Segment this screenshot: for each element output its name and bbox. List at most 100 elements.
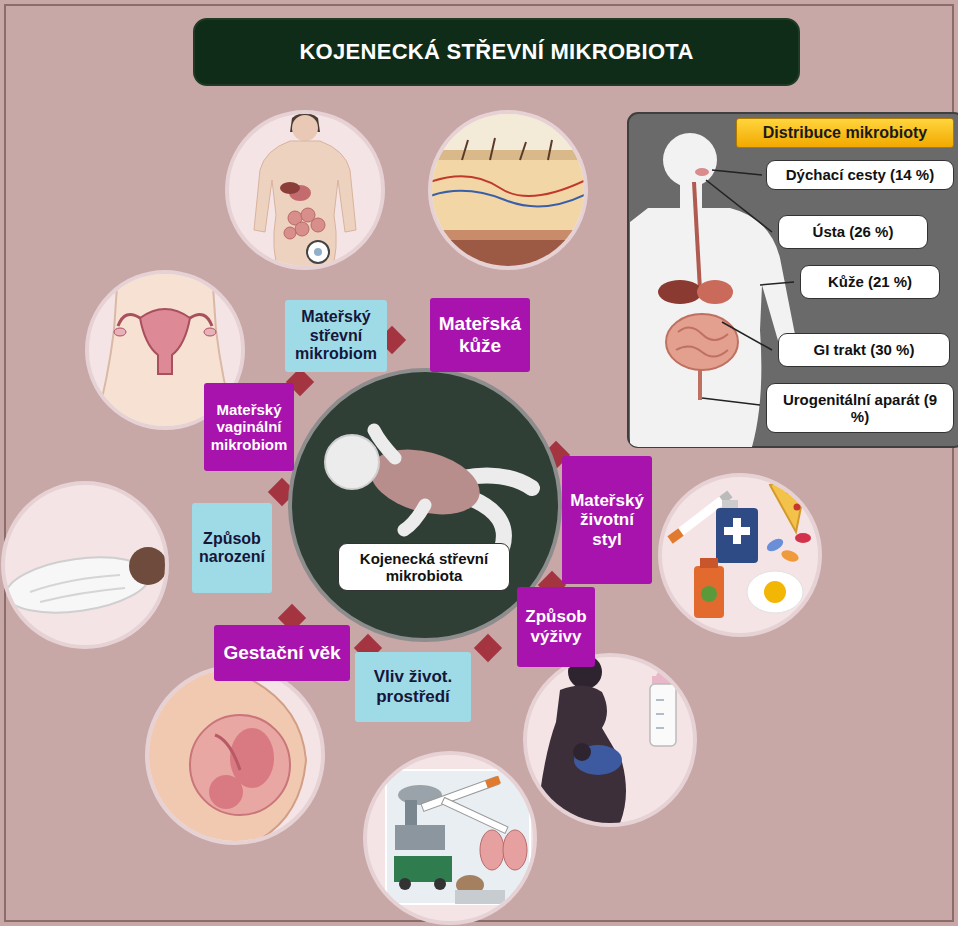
- title-text: KOJENECKÁ STŘEVNÍ MIKROBIOTA: [299, 39, 693, 65]
- pollution-illustration: [365, 753, 535, 923]
- gut-illustration: [227, 112, 383, 275]
- pregnancy-illustration: [140, 660, 306, 852]
- gut-illustration: [295, 222, 309, 236]
- uterus-illustration: [118, 314, 212, 326]
- title-banner: KOJENECKÁ STŘEVNÍ MIKROBIOTA: [193, 18, 800, 86]
- uterus-illustration: [140, 309, 190, 374]
- lifestyle-illustration: [660, 472, 820, 635]
- lifestyle-illustration: [795, 533, 811, 543]
- uterus-illustration: [114, 328, 126, 336]
- factor-box: Gestační věk: [214, 625, 350, 681]
- newborn-illustration: [30, 575, 125, 602]
- pregnancy-illustration: [140, 660, 306, 852]
- lifestyle-illustration: [794, 504, 801, 511]
- body-panel: [694, 182, 700, 290]
- newborn-illustration: [129, 547, 167, 585]
- lifestyle-illustration: [724, 527, 750, 535]
- body-panel: [702, 170, 794, 405]
- connector-diamond: [474, 634, 502, 662]
- lifestyle-illustration: [747, 571, 803, 613]
- body-panel: [663, 133, 717, 187]
- pollution-illustration: [365, 753, 535, 923]
- lifestyle-illustration: [670, 532, 681, 540]
- body-panel: [706, 180, 772, 232]
- body-panel: [712, 170, 762, 175]
- lifestyle-illustration: [786, 486, 794, 494]
- body-panel: [628, 113, 958, 447]
- body-panel: [722, 322, 772, 350]
- body-panel: [666, 314, 738, 370]
- body-panel: [697, 280, 733, 304]
- pregnancy-illustration: [140, 660, 323, 852]
- body-panel: [680, 182, 702, 210]
- skin-illustration: [462, 138, 552, 160]
- node-text: Gestační věk: [219, 642, 345, 664]
- newborn-illustration: [3, 547, 167, 621]
- pollution-illustration: [399, 878, 411, 890]
- skin-illustration: [430, 160, 590, 232]
- node-text: Mateřský střevní mikrobiom: [290, 308, 382, 363]
- skin-illustration: [430, 240, 590, 280]
- gut-illustration: [254, 113, 356, 275]
- frame: [5, 5, 953, 921]
- pollution-illustration: [442, 797, 508, 833]
- pollution-illustration: [394, 856, 452, 882]
- lifestyle-illustration: [764, 581, 786, 603]
- feeding-illustration: [573, 743, 591, 761]
- newborn-illustration: [3, 483, 167, 647]
- feeding-illustration: [656, 668, 670, 676]
- factor-box: Mateřský životní styl: [562, 456, 652, 584]
- label-box: Dýchací cesty (14 %): [766, 160, 954, 190]
- pollution-illustration: [503, 830, 527, 870]
- feeding-illustration: [536, 655, 676, 830]
- node-text: Způsob narození: [197, 530, 267, 567]
- lifestyle-illustration: [722, 494, 730, 500]
- body-panel: [628, 113, 958, 447]
- label-box: Urogenitální aparát (9 %): [766, 383, 954, 433]
- node-text: Urogenitální aparát (9 %): [772, 391, 948, 426]
- heading-box: Distribuce mikrobioty: [736, 118, 954, 148]
- node-text: Dýchací cesty (14 %): [772, 166, 948, 183]
- gut-illustration: [254, 141, 356, 275]
- node-text: Ústa (26 %): [784, 223, 922, 240]
- pollution-illustration: [485, 776, 501, 788]
- node-text: Distribuce mikrobioty: [742, 124, 948, 142]
- pollution-illustration: [386, 770, 530, 904]
- factor-box: Způsob výživy: [517, 587, 595, 667]
- lifestyle-illustration: [694, 566, 724, 618]
- lifestyle-illustration: [660, 475, 820, 635]
- skin-illustration: [430, 112, 590, 280]
- pollution-illustration: [434, 878, 446, 890]
- gut-illustration: [280, 182, 300, 194]
- factor-box: Mateřský vaginální mikrobiom: [204, 383, 294, 471]
- node-text: Způsob výživy: [522, 607, 590, 646]
- feeding-illustration: [525, 655, 695, 830]
- body-panel: [760, 282, 794, 285]
- newborn-illustration: [3, 483, 167, 647]
- label-box: GI trakt (30 %): [778, 333, 950, 367]
- feeding-illustration: [536, 685, 626, 830]
- body-panel: [658, 280, 702, 304]
- skin-illustration: [430, 176, 590, 196]
- node-text: Mateřská kůže: [435, 313, 525, 357]
- feeding-illustration: [656, 700, 664, 728]
- factor-box: Mateřský střevní mikrobiom: [285, 300, 387, 372]
- body-panel: [702, 398, 760, 405]
- label-box: Kojenecká střevní mikrobiota: [338, 543, 510, 591]
- feeding-illustration: [650, 684, 676, 746]
- lifestyle-illustration: [700, 558, 718, 568]
- infant-circle: [470, 498, 504, 548]
- pregnancy-illustration: [209, 775, 243, 809]
- body-panel: [676, 327, 728, 356]
- label-box: Kůže (21 %): [800, 265, 940, 299]
- node-text: GI trakt (30 %): [784, 341, 944, 358]
- pollution-illustration: [455, 890, 505, 904]
- factor-box: Vliv život. prostředí: [355, 652, 471, 722]
- infant-circle: [325, 435, 379, 489]
- skin-illustration: [430, 112, 590, 152]
- body-panel: [698, 370, 702, 400]
- factor-box: Mateřská kůže: [430, 298, 530, 372]
- gut-illustration: [284, 227, 296, 239]
- node-text: Kojenecká střevní mikrobiota: [344, 550, 504, 585]
